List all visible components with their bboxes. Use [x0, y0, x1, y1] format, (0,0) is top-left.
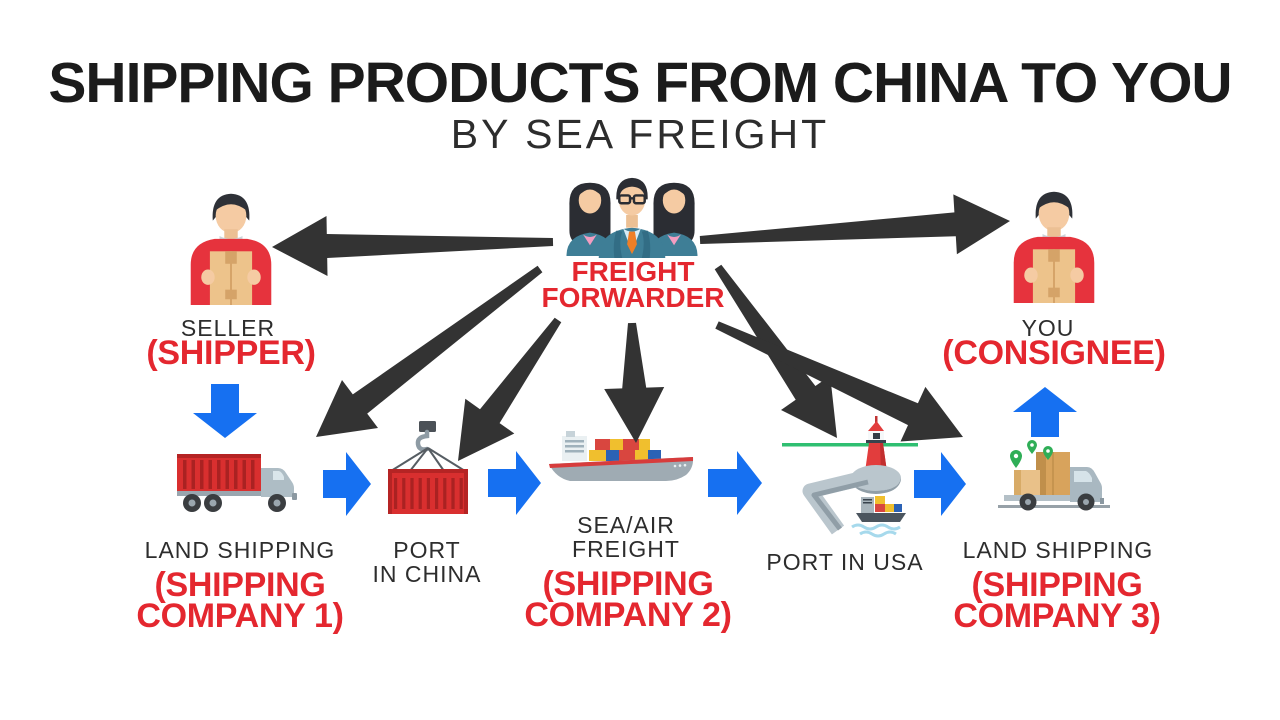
step1-company-line2: COMPANY 1)	[136, 597, 344, 635]
seller-name-label: SELLER	[180, 315, 276, 341]
step2-label: PORT IN CHINA	[373, 538, 482, 586]
crane-container-icon	[388, 421, 468, 514]
consignee-role-label: (CONSIGNEE)	[942, 334, 1166, 372]
step1-company-line1: (SHIPPING	[154, 566, 326, 604]
freight-forwarder-label: FREIGHT FORWARDER	[541, 256, 725, 313]
step2-label-line1: PORT	[393, 537, 461, 563]
step2-label-line2: IN CHINA	[372, 561, 482, 587]
arrow-seller-to-truck1	[193, 384, 257, 438]
port-usa-lighthouse-icon	[782, 416, 918, 538]
arrow-port-china-to-ship	[488, 451, 541, 515]
step1-company-label: (SHIPPING COMPANY 1)	[136, 566, 344, 635]
arrow-truck1-to-port-china	[323, 452, 371, 516]
step5-company-line1: (SHIPPING	[971, 566, 1143, 604]
seller-role-label: (SHIPPER)	[146, 334, 316, 372]
step3-label-line2: FREIGHT	[572, 536, 680, 562]
consignee-name-label: YOU	[1021, 315, 1075, 341]
freight-forwarder-label-line1: FREIGHT	[571, 256, 695, 287]
location-pins	[1010, 440, 1053, 468]
arrow-ff-to-seller	[272, 216, 554, 276]
step4-label: PORT IN USA	[766, 549, 924, 575]
page-title: SHIPPING PRODUCTS FROM CHINA TO YOU	[48, 51, 1232, 115]
cargo-ship-icon	[549, 431, 694, 481]
seller-person-icon	[189, 192, 273, 305]
step3-label-line1: SEA/AIR	[577, 512, 675, 538]
container-truck-icon	[177, 454, 297, 512]
step5-company-line2: COMPANY 3)	[953, 597, 1161, 635]
arrow-truck3-to-consignee	[1013, 387, 1077, 437]
step3-company-line1: (SHIPPING	[542, 565, 714, 603]
freight-forwarder-label-line2: FORWARDER	[541, 282, 725, 313]
step3-label: SEA/AIR FREIGHT	[572, 513, 680, 561]
arrow-ff-to-land-shipping-1	[316, 265, 543, 437]
arrow-ff-to-sea-freight	[604, 322, 665, 443]
arrow-ff-to-consignee	[699, 194, 1010, 255]
ff-man	[598, 177, 666, 258]
freight-forwarder-team-icon	[566, 177, 698, 258]
arrow-ship-to-port-usa	[708, 451, 762, 515]
step5-label: LAND SHIPPING	[962, 537, 1154, 563]
step1-label: LAND SHIPPING	[144, 537, 336, 563]
step3-company-line2: COMPANY 2)	[524, 596, 732, 634]
small-ship	[851, 496, 906, 538]
delivery-truck-icon	[998, 440, 1110, 511]
step3-company-label: (SHIPPING COMPANY 2)	[524, 565, 732, 634]
consignee-person-icon	[1012, 190, 1096, 303]
page-subtitle: BY SEA FREIGHT	[450, 111, 830, 157]
arrow-ff-to-port-in-china	[458, 317, 562, 461]
step5-company-label: (SHIPPING COMPANY 3)	[953, 566, 1161, 635]
